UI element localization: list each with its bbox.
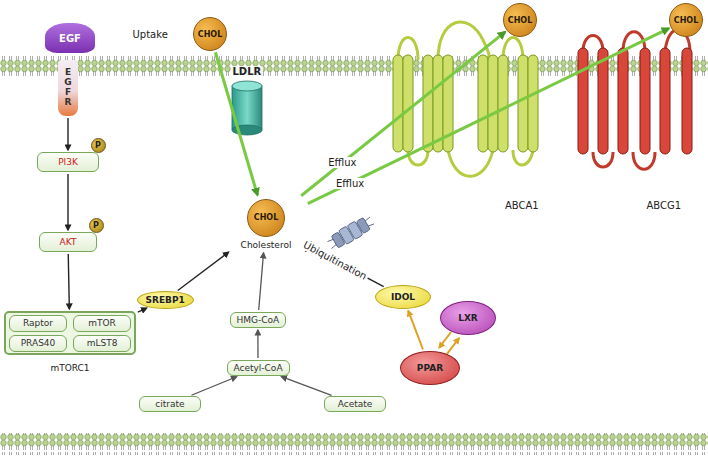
node-text: mTORC1 (50, 363, 89, 373)
phospho-circle: P (91, 138, 106, 153)
node-text: HMG-CoA (237, 315, 280, 325)
node-text: SREBP1 (146, 295, 185, 305)
connector-arrow (447, 338, 459, 354)
process-box: PI3KP (37, 152, 99, 172)
connector-arrow (308, 28, 669, 203)
cell-membrane (0, 433, 708, 455)
metabolite-box: HMG-CoA (230, 312, 287, 328)
connector-arrow (68, 254, 69, 309)
metabolite-box: citrate (139, 396, 201, 412)
transporter-label: ABCA1 (505, 200, 539, 211)
phospho-circle: P (89, 218, 104, 233)
process-box: AKTP (39, 232, 97, 252)
node-text: PPAR (417, 363, 443, 373)
node-text: P (93, 221, 99, 230)
node-text: EGF (59, 33, 81, 44)
cholesterol-circle: CHOL (669, 3, 703, 37)
node-text: Cholesterol (241, 240, 292, 250)
node-text: AKT (60, 237, 77, 247)
node-text: CHOL (198, 30, 222, 39)
transporter-label: ABCG1 (647, 200, 682, 211)
node-text: IDOL (391, 292, 415, 302)
node-text: Acetate (338, 399, 373, 409)
connector-arrow (178, 252, 229, 290)
metabolite-box: Acetyl-CoA (227, 360, 290, 376)
connector-arrow (67, 174, 68, 230)
receptor-ellipse: LXR (440, 301, 496, 335)
abcg1-transporter (578, 30, 692, 169)
node-text: mTOR (88, 318, 116, 328)
protein-ellipse: SREBP1 (137, 291, 194, 309)
connector-arrow (138, 308, 147, 312)
node-text: CHOL (508, 16, 532, 25)
node-text: PI3K (58, 157, 78, 167)
receptor-shape: EGFR (58, 60, 78, 116)
connector-arrow (281, 377, 331, 396)
process-label: Uptake (133, 29, 168, 40)
node-text: mLST8 (87, 338, 118, 348)
cholesterol-circle: CHOL (193, 17, 227, 51)
node-text: CHOL (247, 199, 285, 237)
node-text: Acetyl-CoA (234, 363, 283, 373)
node-text: EGFR (64, 68, 73, 108)
subunit-box: mLST8 (73, 335, 131, 352)
subunit-box: PRAS40 (9, 335, 67, 352)
connector-arrow (191, 377, 236, 395)
edge-label: Efflux (326, 157, 358, 168)
metabolite-box: Acetate (324, 396, 386, 412)
edge-label: Efflux (334, 178, 366, 189)
connector-arrow (257, 330, 258, 358)
edge-label: Ubiquitination (299, 238, 370, 283)
connector-arrow (301, 32, 505, 196)
node-text: PRAS40 (21, 338, 56, 348)
protein-ellipse: IDOL (375, 285, 431, 309)
complex-group: mTORC1 Raptor mTOR PRAS40 mLST8 (4, 311, 136, 373)
connector-arrow (439, 332, 451, 348)
receptor-label: LDLR (231, 66, 264, 77)
node-text: CHOL (674, 16, 698, 25)
node-text: citrate (155, 399, 184, 409)
ligand-shape: EGF (45, 23, 95, 53)
node-text: Raptor (23, 318, 53, 328)
node-text: P (95, 141, 101, 150)
proteasome (325, 214, 375, 252)
subunit-box: mTOR (73, 315, 131, 332)
cholesterol-circle: CHOL (503, 3, 537, 37)
node-text: ABCG1 (647, 200, 682, 211)
node-text: LXR (458, 313, 478, 323)
receptor-ellipse: PPAR (400, 351, 460, 385)
connector-arrow (67, 118, 68, 150)
cholesterol-pool: CHOL Cholesterol (226, 197, 306, 251)
connector-arrow (259, 253, 264, 310)
node-text: ABCA1 (505, 200, 539, 211)
subunit-box: Raptor (9, 315, 67, 332)
node-text: LDLR (231, 66, 264, 77)
connector-arrow (408, 311, 423, 350)
